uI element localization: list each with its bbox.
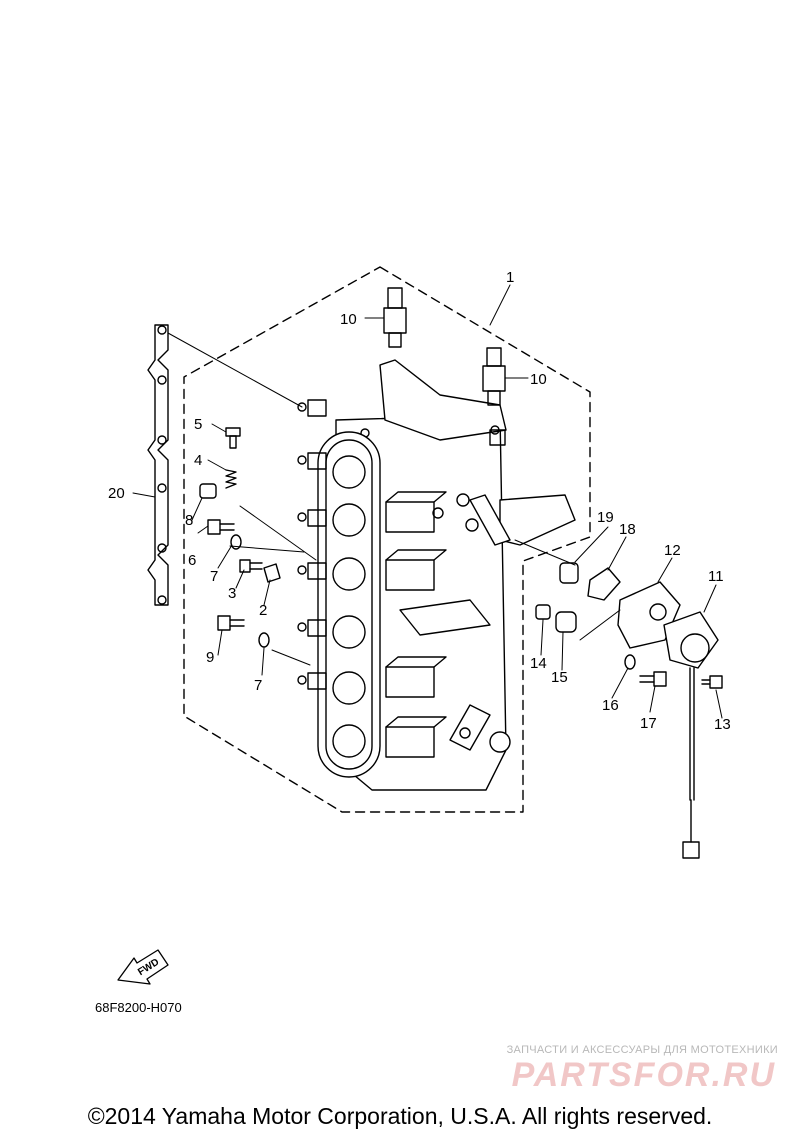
callout-7a: 7: [210, 568, 218, 585]
callout-14: 14: [530, 655, 547, 672]
callout-11: 11: [708, 568, 724, 585]
bolt-9: [217, 615, 245, 631]
callout-6: 6: [188, 552, 196, 569]
clip-2: [263, 563, 281, 583]
assembly-boundary: [183, 266, 591, 813]
callout-2: 2: [259, 602, 267, 619]
callout-10a: 10: [340, 311, 357, 328]
callout-19: 19: [597, 509, 614, 526]
bolt-3: [239, 559, 263, 573]
screw-5: [225, 427, 241, 449]
callout-13: 13: [714, 716, 731, 733]
callout-15: 15: [551, 669, 568, 686]
spring-19: [559, 562, 579, 584]
bushing-15: [555, 611, 577, 633]
callout-20: 20: [108, 485, 125, 502]
callout-17: 17: [640, 715, 657, 732]
callout-8: 8: [185, 512, 193, 529]
collar-14: [535, 604, 551, 620]
copyright-notice: ©2014 Yamaha Motor Corporation, U.S.A. A…: [87, 1103, 713, 1129]
bolt-6: [207, 519, 235, 535]
callout-9: 9: [206, 649, 214, 666]
fitting-10-lower: [482, 347, 506, 406]
washer-7a: [230, 534, 242, 550]
screw-13: [701, 675, 723, 689]
watermark-tagline: ЗАПЧАСТИ И АКСЕССУАРЫ ДЛЯ МОТОТЕХНИКИ: [506, 1044, 778, 1056]
callout-5: 5: [194, 416, 202, 433]
callout-7b: 7: [254, 677, 262, 694]
plate-18: [587, 567, 621, 601]
fwd-arrow-icon: [117, 949, 169, 985]
bracket-20: [147, 324, 169, 606]
leader-lines: [132, 284, 723, 719]
callout-12: 12: [664, 542, 681, 559]
callout-3: 3: [228, 585, 236, 602]
washer-7b: [258, 632, 270, 648]
callout-1: 1: [506, 269, 514, 286]
drawing-code: 68F8200-H070: [95, 1000, 182, 1015]
callout-18: 18: [619, 521, 636, 538]
sensor-11: [663, 611, 719, 859]
callout-10b: 10: [530, 371, 547, 388]
callout-16: 16: [602, 697, 619, 714]
callout-4: 4: [194, 452, 202, 469]
washer-16: [624, 654, 636, 670]
spring-4: [225, 469, 237, 489]
bolt-bosses: [297, 399, 327, 690]
watermark-logo: PARTSFOR.RU: [511, 1056, 776, 1094]
screw-17: [639, 671, 667, 687]
collar-8: [199, 483, 217, 499]
callout-labels: 1 2 3 4 5 6 7 7 8 9 10 10 11 12 13 14 15…: [108, 269, 731, 733]
fitting-10-upper: [383, 287, 407, 348]
